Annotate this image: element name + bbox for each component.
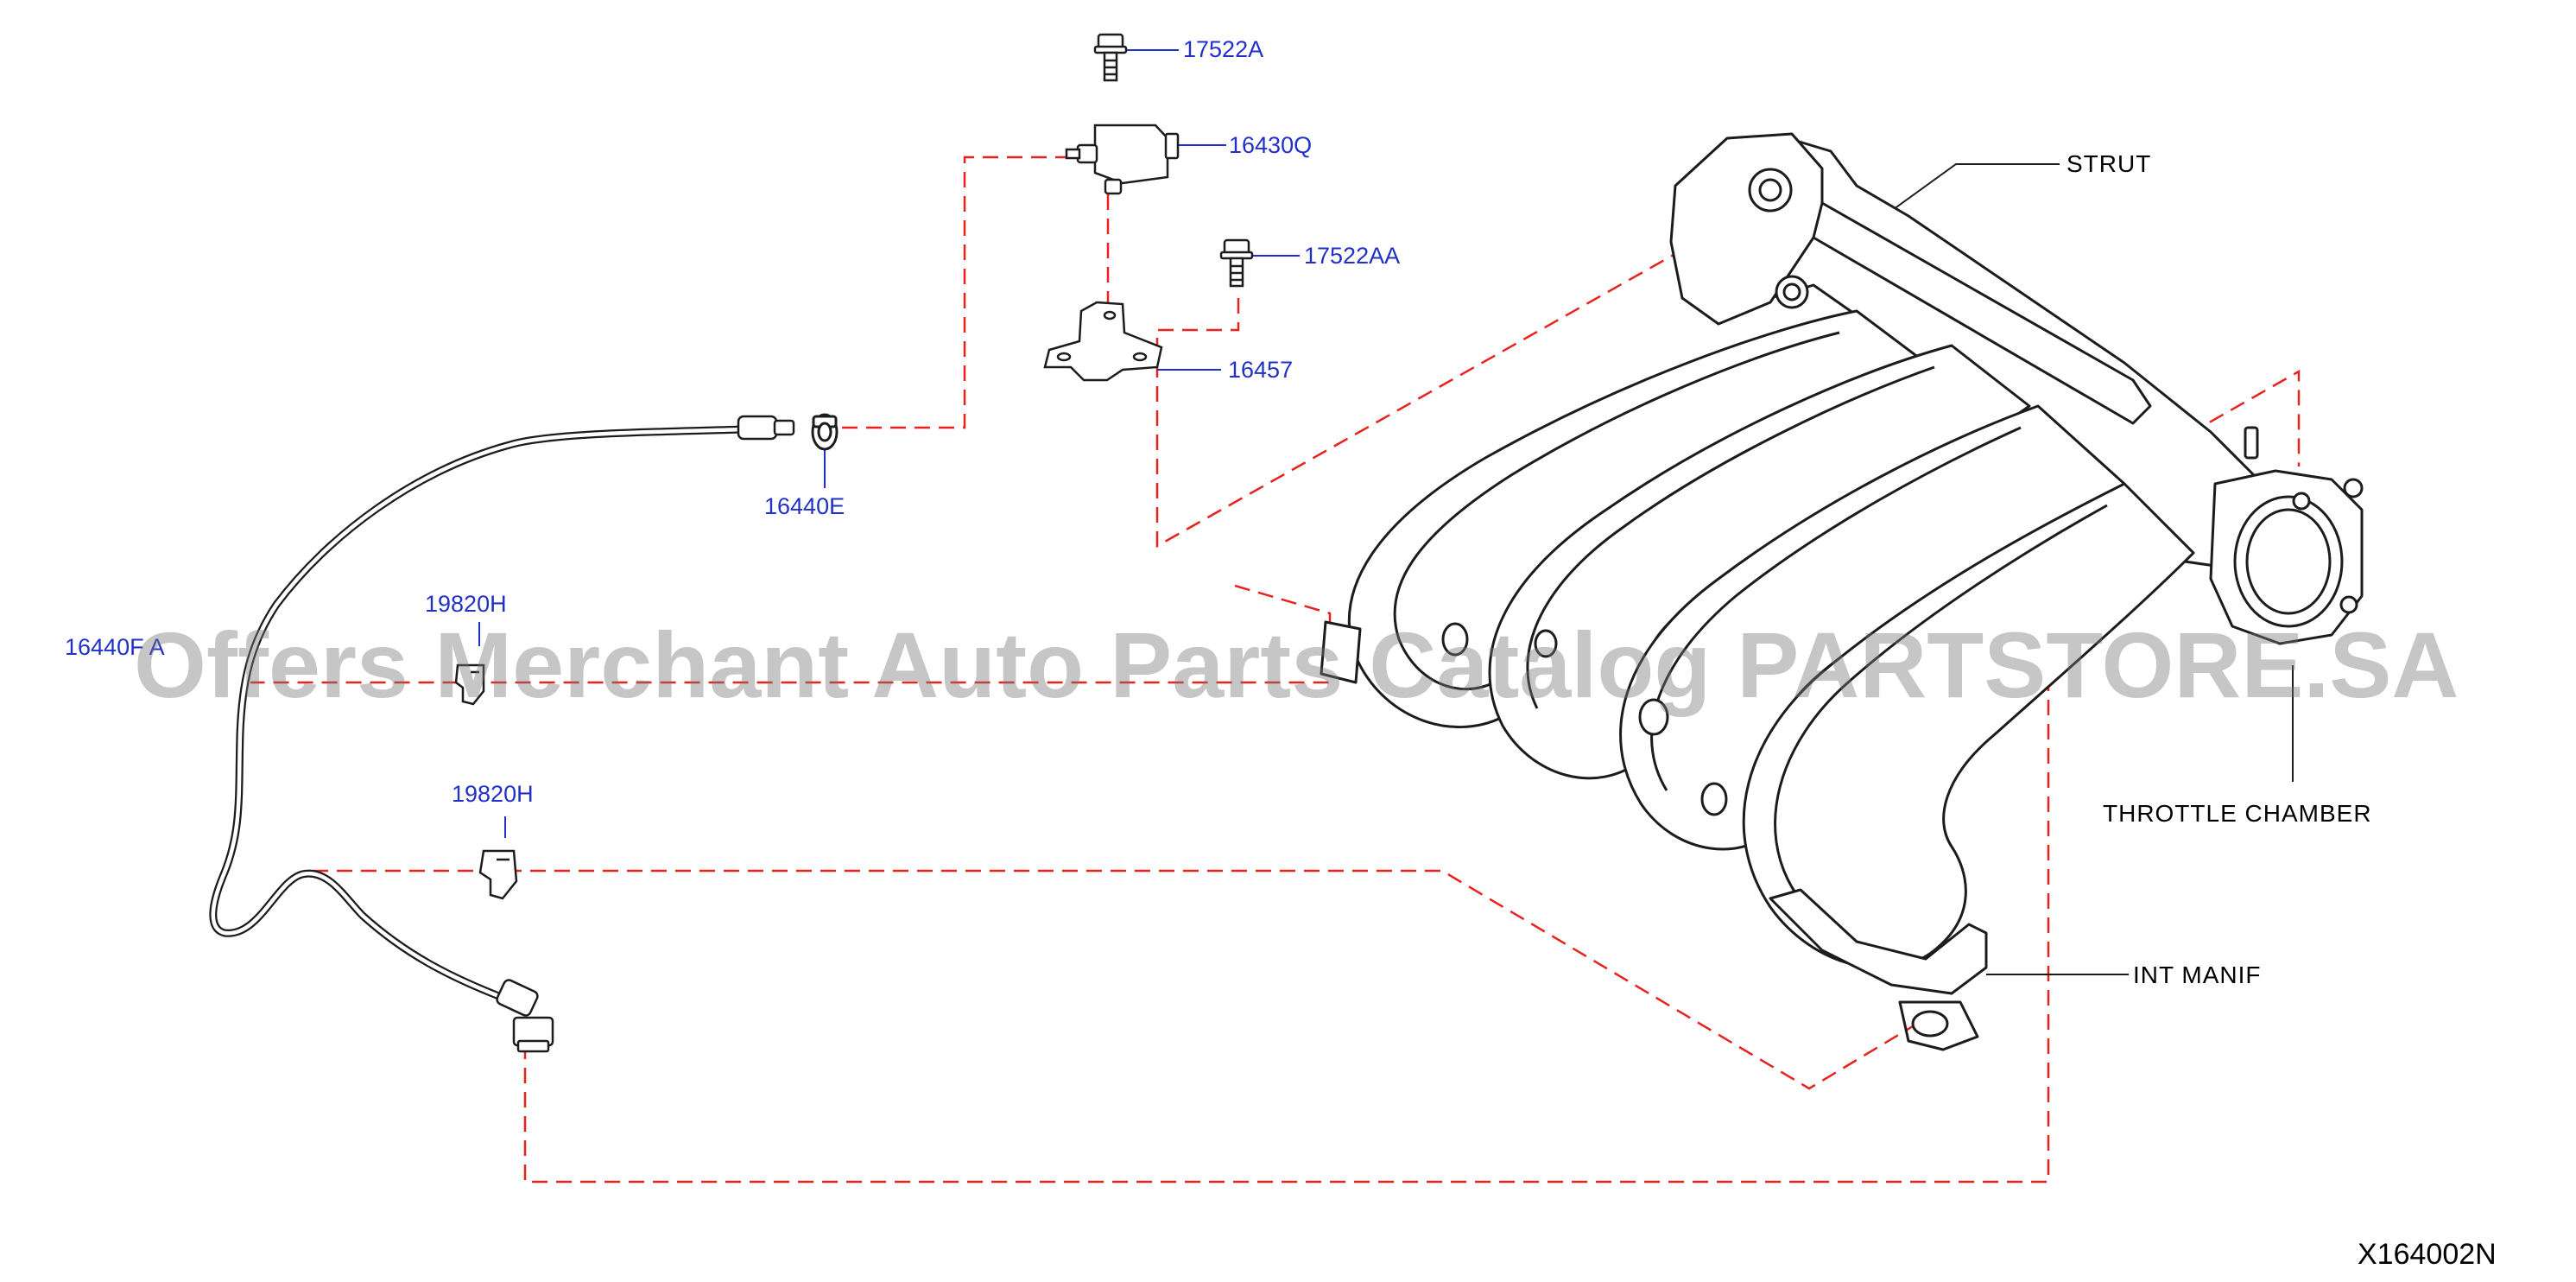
hose-clip-lower bbox=[478, 849, 518, 900]
callout-leaders bbox=[478, 49, 1300, 838]
label-strut: STRUT bbox=[2066, 150, 2152, 177]
figure-id: X164002N bbox=[2358, 1238, 2497, 1271]
hose-end-fitting bbox=[496, 415, 795, 1053]
label-throttle-chamber: THROTTLE CHAMBER bbox=[2103, 800, 2372, 827]
callout-bracket-16457[interactable]: 16457 bbox=[1228, 357, 1294, 383]
sensor-bracket bbox=[1043, 301, 1163, 382]
callout-sensor-16430q[interactable]: 16430Q bbox=[1229, 132, 1313, 158]
callout-hose-16440fa[interactable]: 16440F A bbox=[65, 634, 165, 660]
label-int-manif: INT MANIF bbox=[2133, 962, 2262, 988]
callout-clip-19820h-upper[interactable]: 19820H bbox=[425, 591, 507, 617]
intake-manifold bbox=[1320, 132, 2364, 1051]
callout-clamp-16440e[interactable]: 16440E bbox=[764, 493, 845, 519]
watermark: Offers Merchant Auto Parts Catalog PARTS… bbox=[134, 612, 2459, 717]
pressure-sensor bbox=[1065, 124, 1180, 195]
name-leaders bbox=[1877, 163, 2294, 975]
bolt-top bbox=[1093, 33, 1128, 82]
callout-clip-19820h-lower[interactable]: 19820H bbox=[452, 781, 534, 807]
hose-clip-upper bbox=[454, 663, 485, 706]
bolt-mid bbox=[1219, 238, 1254, 288]
callout-bolt-17522a[interactable]: 17522A bbox=[1183, 36, 1264, 62]
vacuum-hose bbox=[209, 425, 747, 1000]
hose-clamp bbox=[811, 413, 839, 451]
callout-bolt-17522aa[interactable]: 17522AA bbox=[1304, 243, 1401, 269]
